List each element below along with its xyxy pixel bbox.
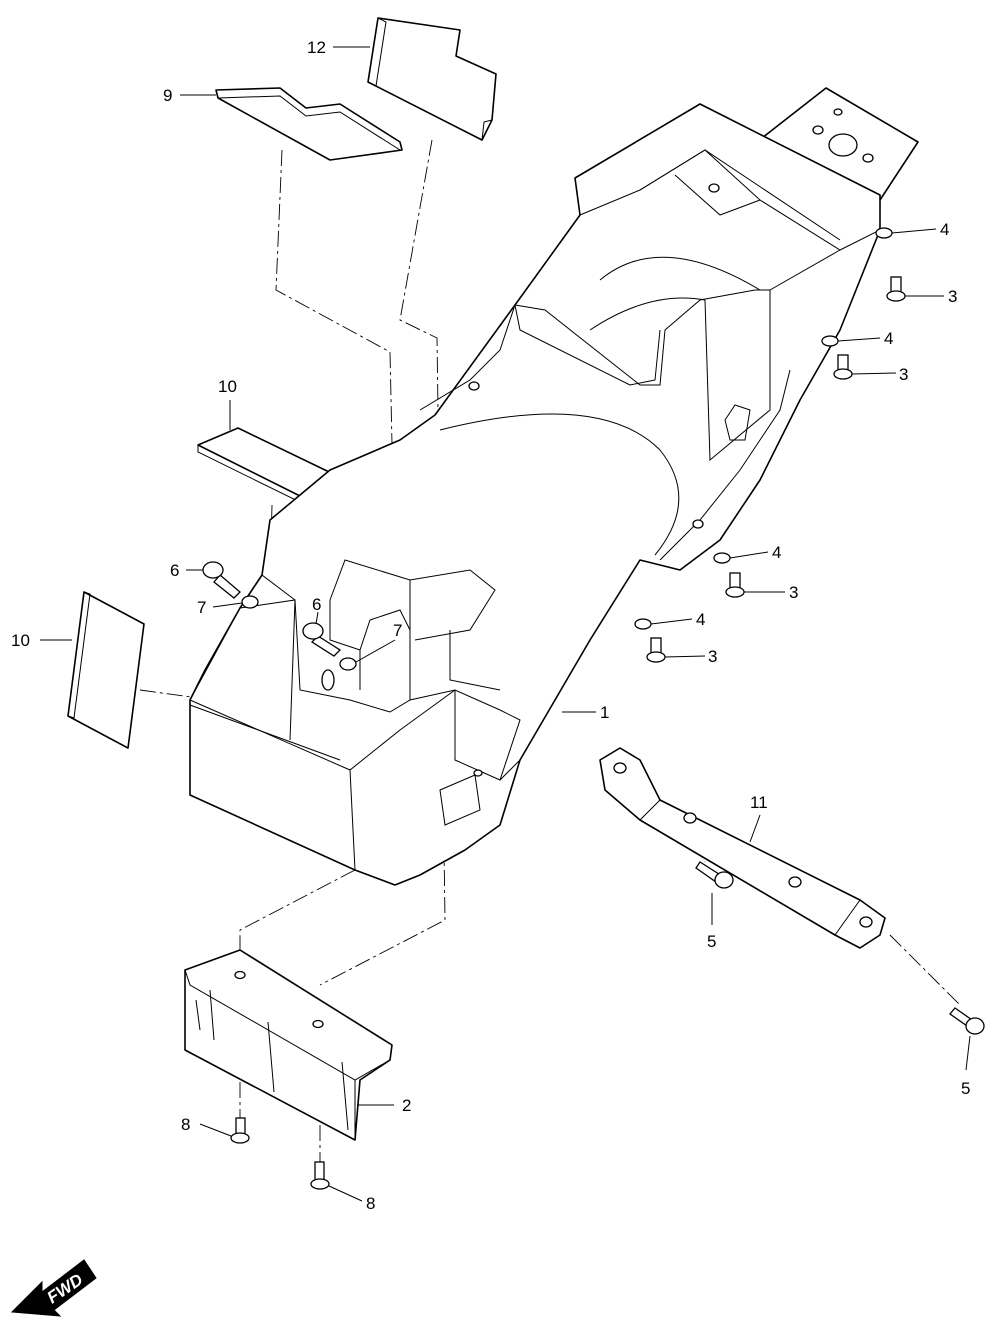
leader-lines xyxy=(40,46,971,1202)
callout-8-left: 8 xyxy=(181,1115,190,1134)
screw-8b xyxy=(310,1161,330,1190)
callout-4d: 4 xyxy=(696,610,705,629)
washer-7b xyxy=(339,657,357,671)
callout-7-center: 7 xyxy=(393,621,402,640)
bolt-6a xyxy=(202,561,241,599)
callout-10-left: 10 xyxy=(11,631,30,650)
screw-3c xyxy=(725,572,745,598)
callout-6-center: 6 xyxy=(312,595,321,614)
callout-4a: 4 xyxy=(940,220,949,239)
callout-10-upper: 10 xyxy=(218,377,237,396)
part-bracket-11 xyxy=(599,747,886,949)
screw-8a xyxy=(230,1117,250,1144)
bolt-5a xyxy=(695,861,734,889)
screw-3d xyxy=(646,637,666,663)
callout-7-left: 7 xyxy=(197,598,206,617)
washer-4b xyxy=(821,335,839,347)
part-lower-cover-2 xyxy=(184,949,393,1141)
callout-9: 9 xyxy=(163,86,172,105)
screw-3b xyxy=(833,354,853,380)
callout-5-center: 5 xyxy=(707,932,716,951)
part-pad-12 xyxy=(367,17,497,141)
washer-4d xyxy=(634,618,652,630)
bolt-6b xyxy=(302,622,342,657)
washer-7a xyxy=(241,595,259,609)
washer-4c xyxy=(713,552,731,564)
callout-labels: 12 9 10 10 6 7 6 7 1 4 3 4 3 4 3 4 3 11 … xyxy=(11,38,970,1213)
callout-3d: 3 xyxy=(708,647,717,666)
callout-11: 11 xyxy=(750,793,768,812)
callout-3a: 3 xyxy=(948,287,957,306)
callout-12: 12 xyxy=(307,38,326,57)
callout-2: 2 xyxy=(402,1096,411,1115)
fasteners xyxy=(202,227,985,1190)
callout-3c: 3 xyxy=(789,583,798,602)
callout-4b: 4 xyxy=(884,329,893,348)
bolt-5b xyxy=(949,1007,985,1035)
part-pad-9 xyxy=(215,87,403,161)
washer-4a xyxy=(875,227,893,239)
screw-3a xyxy=(886,276,906,302)
part-pad-10-left xyxy=(67,591,145,749)
callout-5-right: 5 xyxy=(961,1079,970,1098)
callout-4c: 4 xyxy=(772,543,781,562)
fwd-direction-arrow: FWD xyxy=(10,1259,97,1317)
callout-1: 1 xyxy=(600,703,609,722)
callout-6-left: 6 xyxy=(170,561,179,580)
part-rear-fender-1 xyxy=(189,87,919,886)
callout-8-right: 8 xyxy=(366,1194,375,1213)
callout-3b: 3 xyxy=(899,365,908,384)
